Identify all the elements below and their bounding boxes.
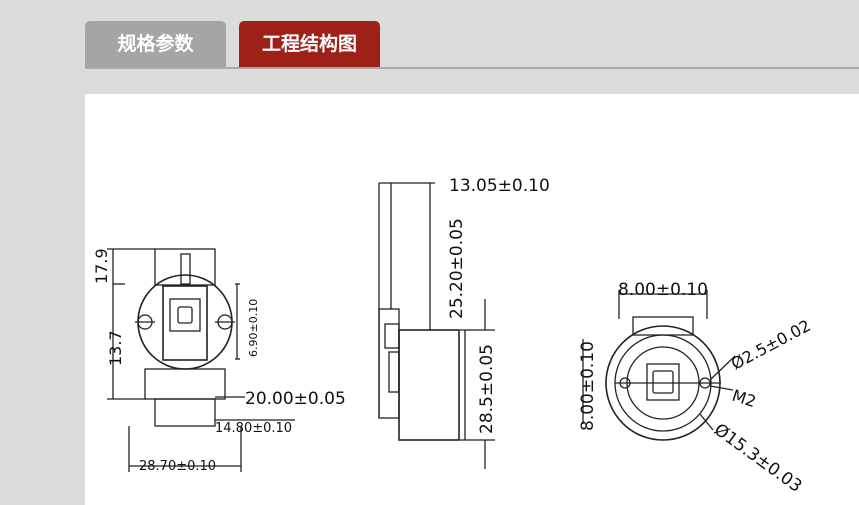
bottom-dim-side: 8.00±0.10 bbox=[578, 341, 598, 431]
bottom-dim-thread: M2 bbox=[730, 386, 759, 411]
front-dim-top: 17.9 bbox=[92, 248, 111, 284]
front-dim-inner: 6.90±0.10 bbox=[247, 299, 260, 357]
tab-engineering-drawing[interactable]: 工程结构图 bbox=[239, 21, 380, 67]
bottom-dim-diameter: Ø15.3±0.03 bbox=[710, 420, 805, 497]
engineering-drawing: 17.9 13.7 6.90±0.10 20.00±0.05 14.80±0.1… bbox=[92, 176, 814, 497]
tab-specifications[interactable]: 规格参数 bbox=[85, 21, 226, 67]
bottom-view: 8.00±0.10 8.00±0.10 Ø2.5±0.02 M2 Ø15.3±0… bbox=[578, 280, 814, 497]
front-view: 17.9 13.7 6.90±0.10 20.00±0.05 14.80±0.1… bbox=[92, 248, 346, 474]
side-dim-lower: 28.5±0.05 bbox=[477, 344, 497, 434]
front-dim-width: 28.70±0.10 bbox=[139, 459, 216, 474]
bottom-dim-top: 8.00±0.10 bbox=[618, 280, 708, 300]
drawing-panel: 17.9 13.7 6.90±0.10 20.00±0.05 14.80±0.1… bbox=[85, 94, 859, 505]
side-dim-upper: 25.20±0.05 bbox=[447, 218, 467, 319]
side-dim-depth: 13.05±0.10 bbox=[449, 176, 550, 196]
tab-bar: 规格参数 工程结构图 bbox=[85, 20, 859, 69]
side-view: 13.05±0.10 25.20±0.05 28.5±0.05 bbox=[378, 176, 550, 469]
front-dim-base: 14.80±0.10 bbox=[215, 421, 292, 436]
front-dim-height: 20.00±0.05 bbox=[245, 389, 346, 409]
front-dim-left: 13.7 bbox=[106, 330, 125, 366]
bottom-dim-hole: Ø2.5±0.02 bbox=[728, 316, 814, 374]
